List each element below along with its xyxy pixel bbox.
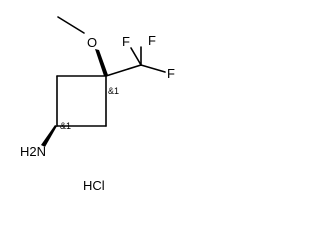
oxygen-atom-label: O	[87, 35, 97, 50]
stereo-label-c3: &1	[60, 121, 71, 131]
amine-wedge-bond	[41, 125, 57, 147]
cf-bond-left	[130, 47, 142, 66]
molecule-structure: O F F F H2N &1 &1 HCl	[20, 16, 175, 193]
cf3-bond	[105, 64, 142, 77]
hcl-salt-label: HCl	[83, 178, 105, 193]
structure-canvas: O F F F H2N &1 &1 HCl	[20, 16, 175, 193]
stereo-label-c1: &1	[108, 86, 119, 96]
fluorine-top-label: F	[122, 34, 130, 49]
cf-bond-right	[140, 64, 166, 73]
fluorine-right-label: F	[167, 66, 175, 81]
fluorine-left-label: F	[148, 33, 156, 48]
methoxy-wedge-bond	[95, 49, 108, 76]
amine-atom-label: H2N	[20, 144, 46, 159]
methyl-bond	[57, 16, 85, 34]
